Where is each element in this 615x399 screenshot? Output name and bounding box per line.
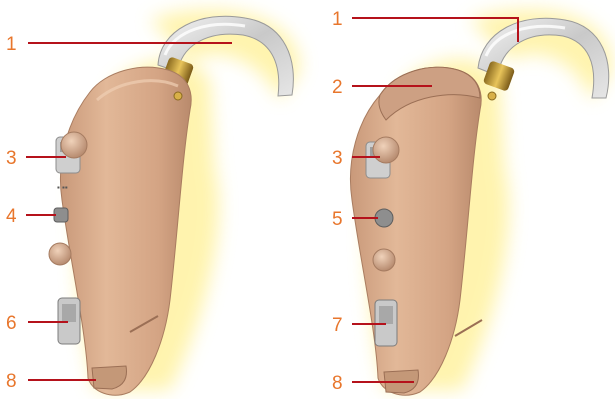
right-screw (488, 92, 496, 100)
callout-number: 5 (332, 209, 343, 230)
callout-number: 3 (6, 148, 17, 169)
callout-number: 6 (6, 313, 17, 334)
callout-number: 7 (332, 315, 343, 336)
callout-left-8: 8 (6, 371, 96, 392)
callout-number: 1 (332, 9, 343, 30)
right-toggle-knob (373, 137, 399, 163)
left-hearing-aid: ▪ ▪▪ (49, 10, 300, 396)
callout-number: 8 (6, 371, 17, 392)
callout-number: 3 (332, 148, 343, 169)
right-volume-wheel (373, 249, 395, 271)
right-hearing-aid (350, 10, 612, 396)
left-volume-wheel (49, 243, 71, 265)
callout-left-4: 4 (6, 206, 56, 227)
left-toggle-knob (61, 132, 87, 158)
svg-text:▪ ▪▪: ▪ ▪▪ (57, 183, 68, 192)
left-control-button (54, 208, 68, 222)
callout-number: 2 (332, 77, 343, 98)
callout-number: 1 (6, 34, 17, 55)
left-screw (174, 92, 182, 100)
callout-number: 8 (332, 373, 343, 394)
callout-number: 4 (6, 206, 17, 227)
